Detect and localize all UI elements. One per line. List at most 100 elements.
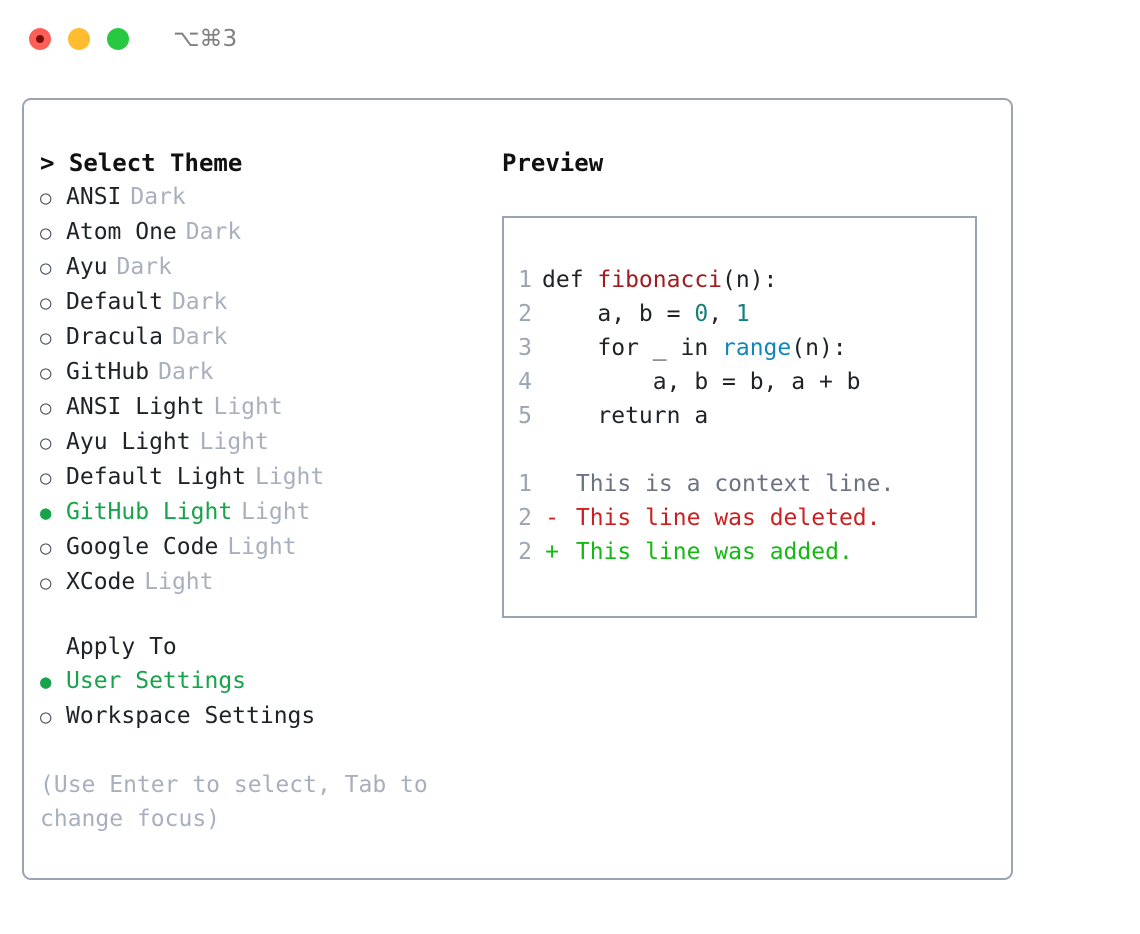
code-line-text: return a xyxy=(542,399,708,433)
code-token: return a xyxy=(542,403,709,429)
code-line-number: 5 xyxy=(518,403,532,429)
theme-option-ayu-light[interactable]: ○ Ayu Light Light xyxy=(40,425,480,460)
spacer xyxy=(504,433,975,467)
theme-option-label: GitHub xyxy=(66,359,150,385)
radio-unselected-icon: ○ xyxy=(40,397,52,419)
theme-option-kind: Dark xyxy=(158,359,214,385)
theme-option-xcode[interactable]: ○ XCode Light xyxy=(40,565,480,600)
theme-option-default[interactable]: ○ Default Dark xyxy=(40,285,480,320)
diff-line-text: This line was added. xyxy=(562,539,853,565)
theme-option-kind: Light xyxy=(213,394,283,420)
theme-option-label: Default xyxy=(66,289,163,315)
close-button-icon[interactable] xyxy=(29,28,51,50)
code-token: a, b = b, a + b xyxy=(542,369,861,395)
diff-line-context: 1 This is a context line. xyxy=(504,467,975,501)
code-line-number: 3 xyxy=(518,335,532,361)
code-line-text: a, b = 0, 1 xyxy=(542,297,749,331)
zoom-button-icon[interactable] xyxy=(107,28,129,50)
theme-option-kind: Dark xyxy=(116,254,172,280)
theme-option-ayu[interactable]: ○ Ayu Dark xyxy=(40,250,480,285)
theme-option-kind: Dark xyxy=(130,184,186,210)
code-line: 2 a, b = 0, 1 xyxy=(504,297,975,331)
theme-option-label: Ayu Light xyxy=(66,429,191,455)
diff-line-added: 2+ This line was added. xyxy=(504,535,975,569)
apply-to-option-label: Workspace Settings xyxy=(66,703,316,729)
theme-option-kind: Dark xyxy=(171,324,228,350)
theme-option-kind: Light xyxy=(227,534,297,560)
theme-option-label: Google Code xyxy=(66,534,219,560)
theme-option-label: GitHub Light xyxy=(66,499,233,525)
code-token: 0 xyxy=(694,301,709,327)
minimize-button-icon[interactable] xyxy=(68,28,90,50)
code-line-number: 2 xyxy=(518,301,532,327)
radio-unselected-icon: ○ xyxy=(40,362,52,384)
radio-unselected-icon: ○ xyxy=(40,706,52,728)
code-line: 4 a, b = b, a + b xyxy=(504,365,975,399)
radio-unselected-icon: ○ xyxy=(40,572,52,594)
diff-line-number: 1 xyxy=(518,471,532,497)
radio-selected-icon: ● xyxy=(40,502,52,524)
code-token: range xyxy=(722,335,792,361)
radio-unselected-icon: ○ xyxy=(40,327,52,349)
radio-unselected-icon: ○ xyxy=(40,257,52,279)
apply-to-option-list[interactable]: ● User Settings ○ Workspace Settings xyxy=(40,664,480,734)
code-line-number: 4 xyxy=(518,369,532,395)
theme-option-github-light[interactable]: ● GitHub Light Light xyxy=(40,495,480,530)
theme-option-github[interactable]: ○ GitHub Dark xyxy=(40,355,480,390)
preview-heading: Preview xyxy=(502,149,604,177)
code-line-text: def fibonacci(n): xyxy=(542,263,777,297)
diff-marker: + xyxy=(545,539,559,565)
code-token: (n): xyxy=(722,267,778,293)
window-title: ⌥⌘3 xyxy=(173,26,238,52)
theme-option-label: Ayu xyxy=(66,254,108,280)
code-token: def xyxy=(542,267,598,293)
theme-option-google-code[interactable]: ○ Google Code Light xyxy=(40,530,480,565)
code-token: fibonacci xyxy=(597,267,723,293)
radio-unselected-icon: ○ xyxy=(40,467,52,489)
theme-option-kind: Light xyxy=(255,464,325,490)
code-line: 3 for _ in range(n): xyxy=(504,331,975,365)
apply-to-option-label: User Settings xyxy=(66,668,247,694)
title-bar: ⌥⌘3 xyxy=(0,0,1140,78)
theme-option-ansi-light[interactable]: ○ ANSI Light Light xyxy=(40,390,480,425)
radio-selected-icon: ● xyxy=(40,671,52,693)
code-token: a, b = xyxy=(542,301,695,327)
diff-marker: - xyxy=(545,505,559,531)
keyboard-hint-text: (Use Enter to select, Tab to change focu… xyxy=(40,772,442,832)
theme-option-label: Dracula xyxy=(66,324,163,350)
code-token: , xyxy=(708,301,736,327)
diff-line-deleted: 2- This line was deleted. xyxy=(504,501,975,535)
theme-option-default-light[interactable]: ○ Default Light Light xyxy=(40,460,480,495)
theme-option-kind: Light xyxy=(199,429,269,455)
theme-option-kind: Light xyxy=(241,499,311,525)
apply-to-option-workspace-settings[interactable]: ○ Workspace Settings xyxy=(40,699,480,734)
code-token: (n): xyxy=(791,335,847,361)
diff-marker xyxy=(542,467,562,501)
apply-to-option-user-settings[interactable]: ● User Settings xyxy=(40,664,480,699)
spacer xyxy=(40,600,480,630)
radio-unselected-icon: ○ xyxy=(40,187,52,209)
theme-option-dracula[interactable]: ○ Dracula Dark xyxy=(40,320,480,355)
code-line-text: a, b = b, a + b xyxy=(542,365,861,399)
theme-option-label: XCode xyxy=(66,569,136,595)
theme-option-kind: Dark xyxy=(171,289,228,315)
radio-unselected-icon: ○ xyxy=(40,222,52,244)
theme-option-label: Default Light xyxy=(66,464,247,490)
theme-option-kind: Light xyxy=(144,569,214,595)
radio-unselected-icon: ○ xyxy=(40,292,52,314)
radio-unselected-icon: ○ xyxy=(40,432,52,454)
theme-option-label: ANSI Light xyxy=(66,394,205,420)
traffic-lights xyxy=(29,28,129,50)
radio-unselected-icon: ○ xyxy=(40,537,52,559)
diff-line-text: This is a context line. xyxy=(562,471,895,497)
